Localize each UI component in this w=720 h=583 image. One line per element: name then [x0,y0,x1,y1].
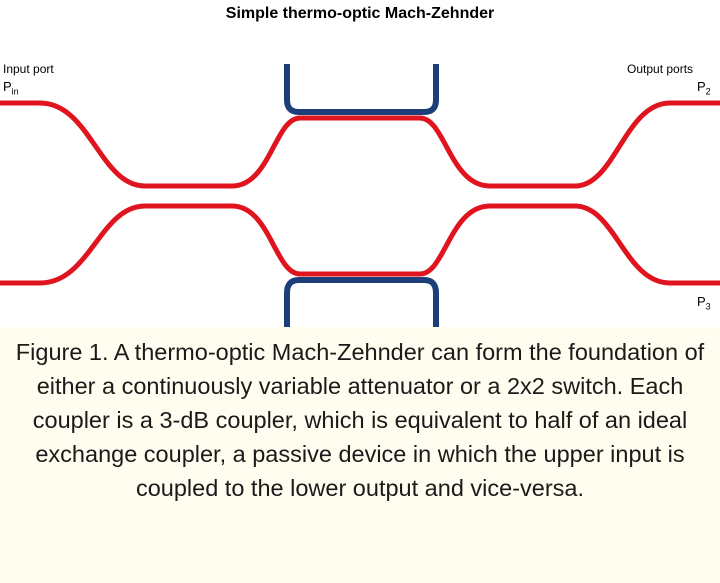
input-port-symbol: Pin [3,79,19,97]
figure-caption: Figure 1. A thermo-optic Mach-Zehnder ca… [15,339,705,501]
output-ports-label: Output ports [627,62,694,76]
caption-panel: Figure 1. A thermo-optic Mach-Zehnder ca… [0,327,720,583]
mach-zehnder-diagram [0,64,720,327]
diagram-title: Simple thermo-optic Mach-Zehnder [225,5,495,22]
output-lower-symbol: P3 [697,294,711,312]
lower-heater-electrode [284,277,439,327]
diagram-panel: Simple thermo-optic Mach-Zehnder Input p… [0,5,720,327]
input-port-label: Input port [3,62,54,76]
upper-waveguide [0,100,720,189]
output-upper-symbol: P2 [697,79,711,97]
lower-waveguide [0,203,720,286]
upper-heater-electrode [284,64,439,115]
